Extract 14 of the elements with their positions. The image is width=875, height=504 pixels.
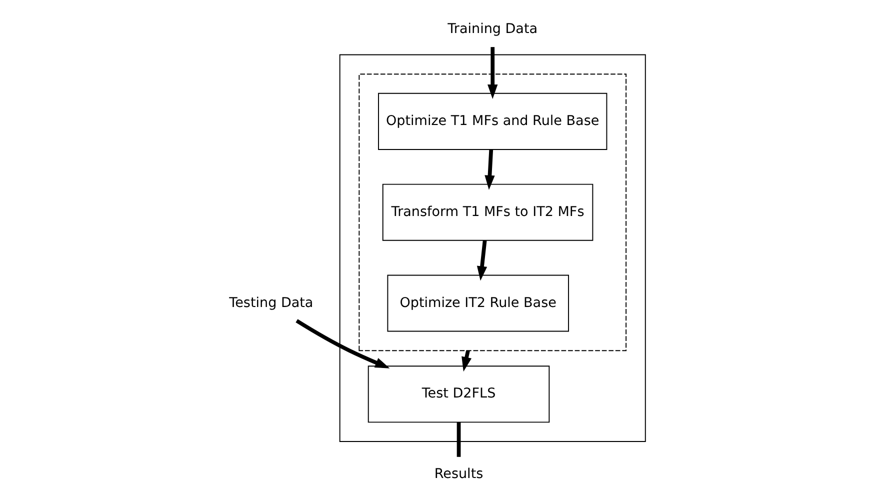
arrow — [488, 47, 498, 100]
arrow — [296, 319, 390, 368]
cluster — [358, 74, 627, 352]
arrow — [476, 240, 488, 281]
node-box: Optimize T1 MFs and Rule Base — [378, 92, 608, 150]
arrow — [484, 150, 495, 190]
node-box: Optimize IT2 Rule Base — [387, 274, 569, 332]
cluster — [339, 54, 646, 442]
node-text: Training Data — [448, 21, 538, 38]
node-text: Testing Data — [229, 294, 314, 311]
connector — [456, 422, 461, 457]
node-box: Test D2FLS — [368, 366, 550, 423]
node-box: Transform T1 MFs to IT2 MFs — [382, 184, 594, 241]
node-text: Results — [434, 466, 484, 482]
